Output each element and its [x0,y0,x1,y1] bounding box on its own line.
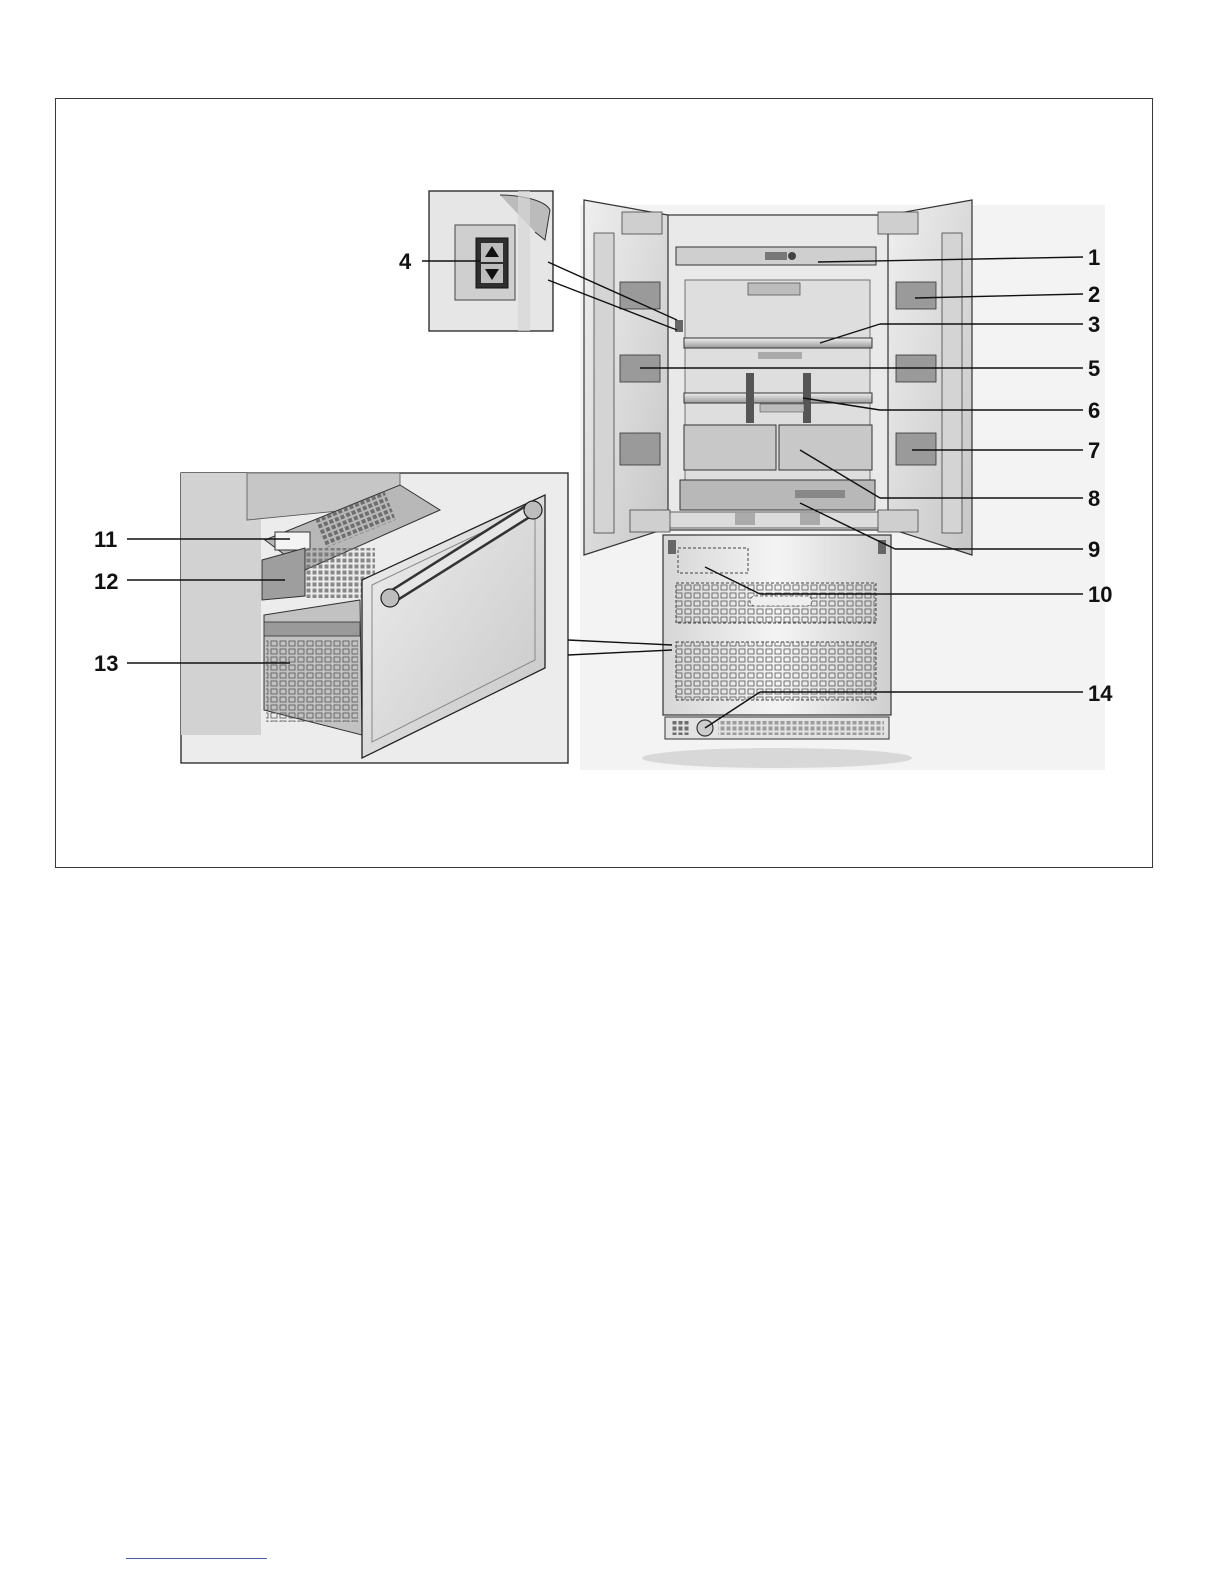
footnote-separator [126,1558,267,1559]
callout-3: 3 [1088,312,1100,337]
callout-4: 4 [399,249,412,274]
crisper-right [779,425,872,470]
callout-7: 7 [1088,438,1100,463]
inset-freezer-drawer [181,473,568,763]
callout-5: 5 [1088,356,1100,381]
callout-9: 9 [1088,537,1100,562]
callout-12: 12 [94,569,118,594]
deli-drawer [680,480,875,510]
glass-shelf-lower [684,393,872,403]
callout-6: 6 [1088,398,1100,423]
callout-13: 13 [94,651,118,676]
callout-10: 10 [1088,582,1112,607]
callout-1: 1 [1088,245,1100,270]
crisper-left [684,425,776,470]
glass-shelf-upper [684,338,872,348]
callout-11: 11 [94,527,117,552]
callout-8: 8 [1088,486,1100,511]
ice-tray [275,532,310,550]
callout-2: 2 [1088,282,1100,307]
refrigerator-main [580,200,1105,770]
callout-14: 14 [1088,681,1113,706]
